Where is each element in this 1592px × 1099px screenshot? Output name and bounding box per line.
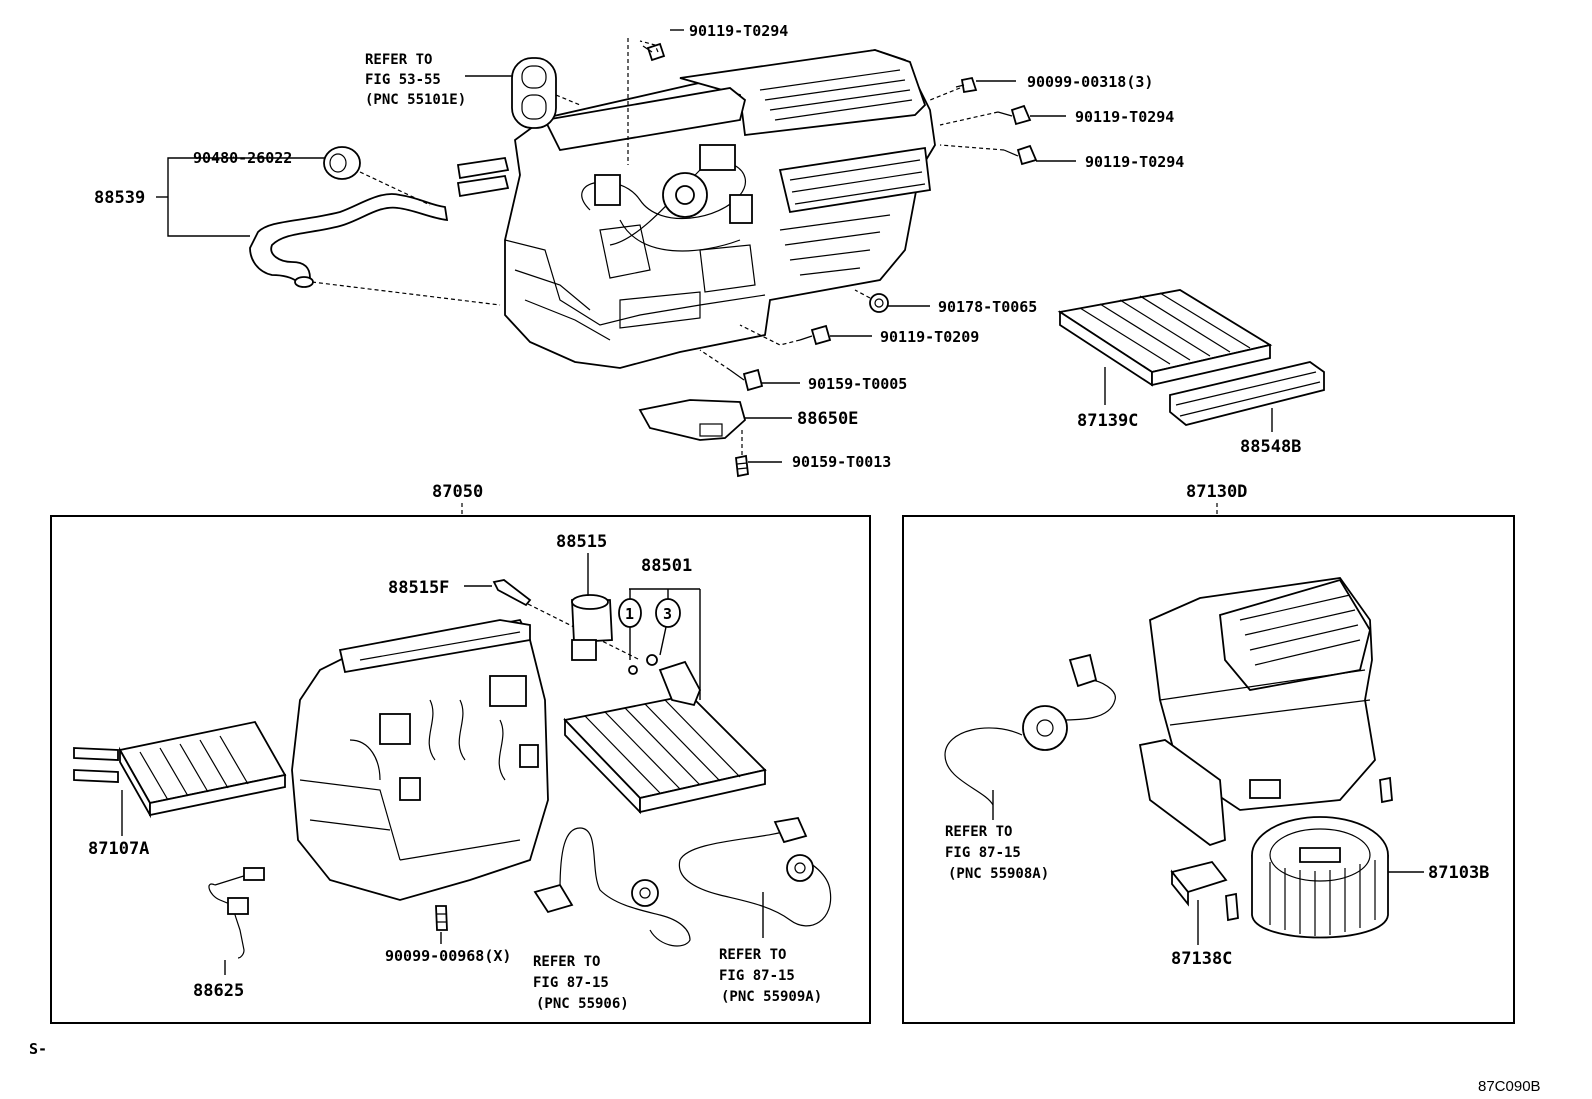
label-87138c: 87138C	[1171, 949, 1232, 969]
label-90159-t0013: 90159-T0013	[792, 453, 891, 471]
bolt-90119-t0294-b	[997, 104, 1032, 126]
label-87107a: 87107A	[88, 839, 149, 859]
label-87130d: 87130D	[1186, 482, 1247, 502]
label-88515: 88515	[556, 532, 607, 552]
screw-right-a	[1379, 776, 1393, 804]
blower-motor	[1251, 816, 1389, 939]
leader-lines-top	[156, 29, 1273, 463]
refer-55908a-line1: REFER TO	[945, 824, 1012, 840]
label-90119-t0294-c: 90119-T0294	[1085, 153, 1184, 171]
refer-55909a-line1: REFER TO	[719, 947, 786, 963]
label-90099-00318: 90099-00318(3)	[1027, 73, 1153, 91]
filter-cover	[1169, 361, 1325, 426]
label-90159-t0005: 90159-T0005	[808, 375, 907, 393]
figure-code: 87C090B	[1478, 1078, 1541, 1095]
label-88501: 88501	[641, 556, 692, 576]
bolt-90119-t0294-a	[642, 42, 666, 62]
label-90178-t0065: 90178-T0065	[938, 298, 1037, 316]
box-87050	[50, 515, 871, 1024]
label-87139c: 87139C	[1077, 411, 1138, 431]
label-88548b: 88548B	[1240, 437, 1301, 457]
footer-left-mark: S-	[29, 1040, 47, 1058]
label-90119-t0294-b: 90119-T0294	[1075, 108, 1174, 126]
label-90119-t0294-a: 90119-T0294	[689, 22, 788, 40]
label-87050: 87050	[432, 482, 483, 502]
circle-marker-1: 1	[618, 598, 642, 628]
refer-fig-87-15-55909a: REFER TO FIG 87-15 (PNC 55909A)	[719, 947, 822, 1005]
hvac-unit-assembly	[456, 49, 936, 369]
expansion-valve	[571, 594, 613, 661]
bolt-88515f	[492, 579, 532, 607]
box-87130d	[902, 515, 1515, 1024]
label-87103b: 87103B	[1428, 863, 1489, 883]
refer-53-line3: (PNC 55101E)	[365, 92, 466, 108]
bolt-90119-t0294-c	[1003, 144, 1038, 166]
air-filter	[1057, 289, 1273, 387]
wire-harness-55909a	[678, 816, 832, 927]
nut-90178-t0065	[869, 293, 889, 313]
refer-55906-line3: (PNC 55906)	[536, 996, 629, 1012]
refer-55906-line2: FIG 87-15	[533, 975, 609, 991]
bolt-90159-t0005	[729, 368, 764, 392]
label-88625: 88625	[193, 981, 244, 1001]
bolt-90119-t0209	[799, 324, 832, 346]
seal-grommet	[511, 57, 557, 129]
grommet-90480	[323, 146, 361, 180]
refer-55909a-line3: (PNC 55909A)	[721, 989, 822, 1005]
unit-housing	[291, 618, 549, 901]
refer-53-line2: FIG 53-55	[365, 72, 441, 88]
refer-55909a-line2: FIG 87-15	[719, 968, 795, 984]
label-88515f: 88515F	[388, 578, 449, 598]
circle-1-text: 1	[625, 605, 634, 623]
circle-marker-3: 3	[655, 598, 681, 628]
circle-3-text: 3	[663, 605, 672, 623]
blower-resistor	[1170, 860, 1228, 907]
sensor-88625	[208, 867, 265, 959]
label-88539: 88539	[94, 188, 145, 208]
refer-fig-87-15-55908a: REFER TO FIG 87-15 (PNC 55908A)	[945, 824, 1049, 882]
refer-55908a-line2: FIG 87-15	[945, 845, 1021, 861]
screw-90099-00968	[435, 905, 448, 931]
refer-fig-87-15-55906: REFER TO FIG 87-15 (PNC 55906)	[533, 954, 629, 1012]
refer-53-line1: REFER TO	[365, 52, 432, 68]
heater-core	[73, 720, 287, 819]
label-88650e: 88650E	[797, 409, 858, 429]
refer-fig-53-55: REFER TO FIG 53-55 (PNC 55101E)	[365, 52, 466, 108]
drain-hose	[249, 193, 449, 288]
label-90480-26022: 90480-26022	[193, 149, 292, 167]
wire-harness-55906	[533, 827, 691, 947]
refer-55906-line1: REFER TO	[533, 954, 600, 970]
label-90119-t0209: 90119-T0209	[880, 328, 979, 346]
blower-case	[1138, 577, 1376, 847]
bracket-88650e	[638, 399, 747, 441]
evaporator	[563, 660, 767, 815]
wire-harness-55908a	[944, 653, 1116, 806]
screw-90159-t0013	[735, 454, 749, 478]
refer-55908a-line3: (PNC 55908A)	[948, 866, 1049, 882]
label-90099-00968: 90099-00968(X)	[385, 947, 511, 965]
screw-right-b	[1225, 892, 1239, 922]
screw-90099-00318	[955, 76, 978, 94]
